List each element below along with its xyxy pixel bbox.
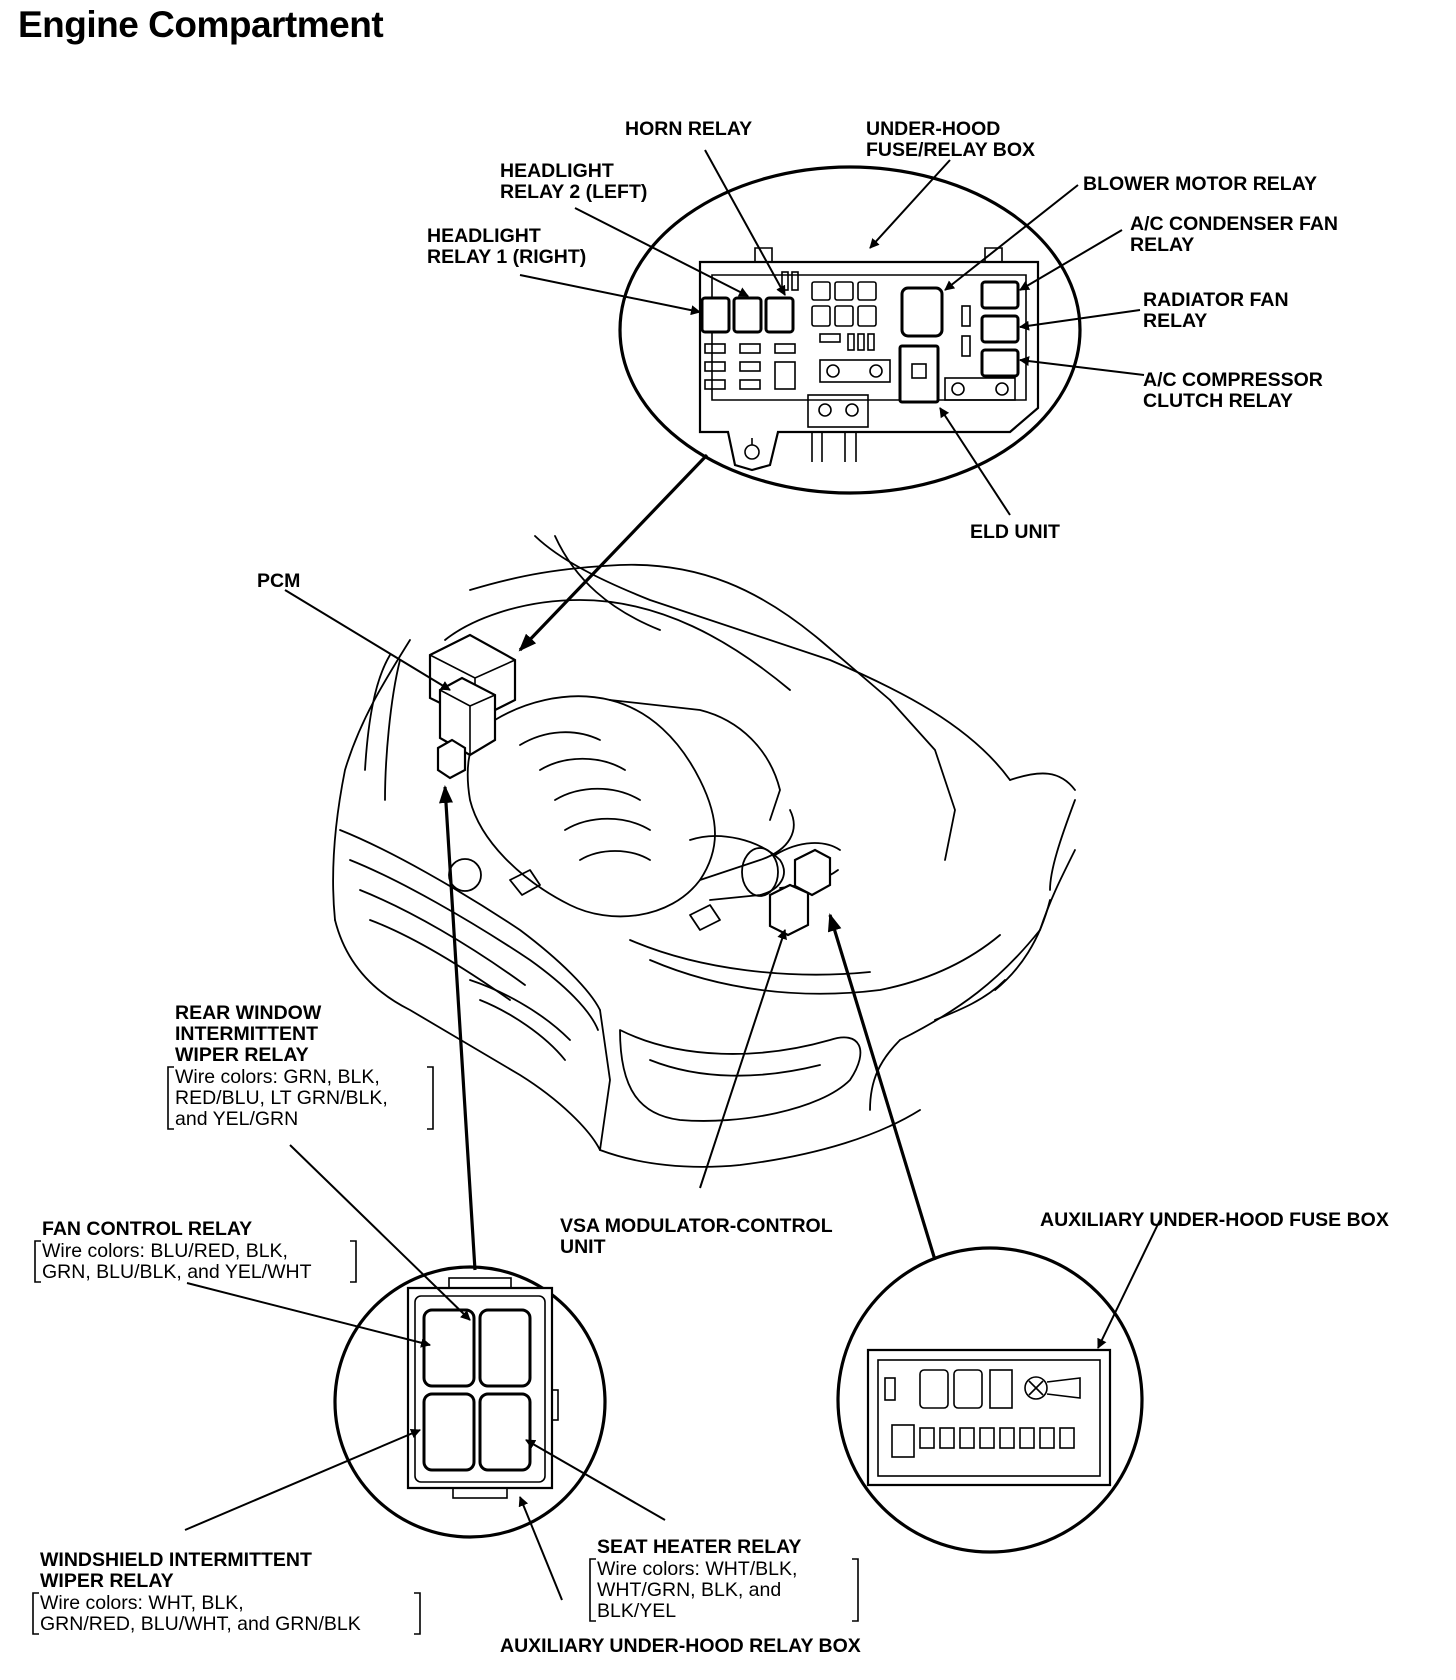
- label-rear-wiper-relay-line3: WIPER RELAY: [175, 1044, 309, 1066]
- seat-heater-wire-colors-line1: Wire colors: WHT/BLK,: [597, 1558, 797, 1580]
- label-aux-fuse-box: AUXILIARY UNDER-HOOD FUSE BOX: [1040, 1209, 1389, 1231]
- label-under-hood-box-line1: UNDER-HOOD: [866, 118, 1000, 140]
- fuse-row: [919, 1427, 1075, 1449]
- label-rear-wiper-relay-line1: REAR WINDOW: [175, 1002, 322, 1024]
- callout-labels: HORN RELAY UNDER-HOOD FUSE/RELAY BOX HEA…: [32, 118, 1389, 1657]
- label-pcm: PCM: [257, 570, 300, 592]
- fan-control-wire-colors-line1: Wire colors: BLU/RED, BLK,: [42, 1240, 288, 1262]
- label-ac-compressor-relay-line2: CLUTCH RELAY: [1143, 390, 1293, 412]
- label-ac-condenser-fan-relay-line1: A/C CONDENSER FAN: [1130, 213, 1338, 235]
- vehicle-outline: [332, 535, 1076, 1168]
- label-headlight-relay-2-line2: RELAY 2 (LEFT): [500, 181, 647, 203]
- label-windshield-wiper-relay-line1: WINDSHIELD INTERMITTENT: [40, 1549, 312, 1571]
- rear-wiper-wire-colors-line2: RED/BLU, LT GRN/BLK,: [175, 1087, 388, 1109]
- label-seat-heater-relay: SEAT HEATER RELAY: [597, 1536, 801, 1558]
- aux-boxes-on-car: [768, 848, 832, 937]
- page-title: Engine Compartment: [18, 4, 384, 45]
- label-radiator-fan-relay-line2: RELAY: [1143, 310, 1207, 332]
- rear-wiper-wire-colors-line1: Wire colors: GRN, BLK,: [175, 1066, 380, 1088]
- aux-relay-box-detail: [333, 1265, 607, 1539]
- under-hood-fuse-relay-box-detail: [618, 165, 1082, 495]
- pcm-module: [428, 633, 517, 780]
- label-ac-compressor-relay-line1: A/C COMPRESSOR: [1143, 369, 1323, 391]
- label-vsa-unit-line2: UNIT: [560, 1236, 606, 1258]
- label-vsa-unit-line1: VSA MODULATOR-CONTROL: [560, 1215, 833, 1237]
- label-eld-unit: ELD UNIT: [970, 521, 1060, 543]
- label-under-hood-box-line2: FUSE/RELAY BOX: [866, 139, 1035, 161]
- label-ac-condenser-fan-relay-line2: RELAY: [1130, 234, 1194, 256]
- label-aux-relay-box: AUXILIARY UNDER-HOOD RELAY BOX: [500, 1635, 861, 1657]
- label-headlight-relay-1-line1: HEADLIGHT: [427, 225, 541, 247]
- label-headlight-relay-1-line2: RELAY 1 (RIGHT): [427, 246, 586, 268]
- label-fan-control-relay: FAN CONTROL RELAY: [42, 1218, 252, 1240]
- leader-lines: [184, 149, 1161, 1601]
- label-headlight-relay-2-line1: HEADLIGHT: [500, 160, 614, 182]
- seat-heater-wire-colors-line2: WHT/GRN, BLK, and: [597, 1579, 781, 1601]
- aux-fuse-box-detail: [836, 1246, 1144, 1554]
- windshield-wire-colors-line2: GRN/RED, BLU/WHT, and GRN/BLK: [40, 1613, 361, 1635]
- label-horn-relay: HORN RELAY: [625, 118, 752, 140]
- fan-control-wire-colors-line2: GRN, BLU/BLK, and YEL/WHT: [42, 1261, 312, 1283]
- label-blower-motor-relay: BLOWER MOTOR RELAY: [1083, 173, 1317, 195]
- rear-wiper-wire-colors-line3: and YEL/GRN: [175, 1108, 298, 1130]
- seat-heater-wire-colors-line3: BLK/YEL: [597, 1600, 676, 1622]
- windshield-wire-colors-line1: Wire colors: WHT, BLK,: [40, 1592, 244, 1614]
- label-rear-wiper-relay-line2: INTERMITTENT: [175, 1023, 318, 1045]
- label-radiator-fan-relay-line1: RADIATOR FAN: [1143, 289, 1289, 311]
- label-windshield-wiper-relay-line2: WIPER RELAY: [40, 1570, 174, 1592]
